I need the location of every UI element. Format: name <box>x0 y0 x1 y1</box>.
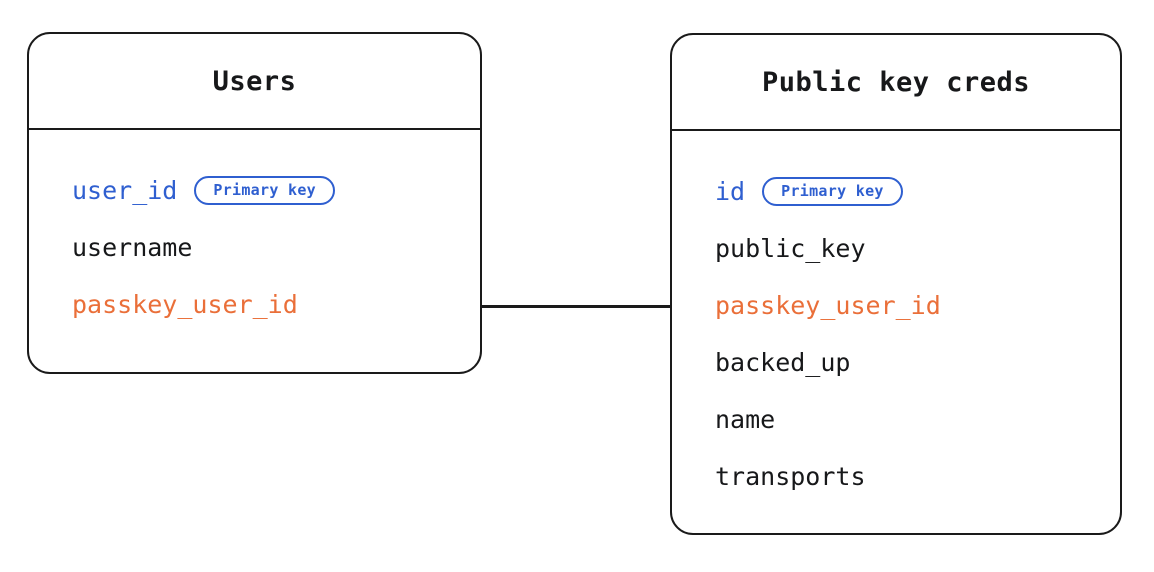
entity-title: Users <box>212 65 297 97</box>
attribute-row[interactable]: passkey_user_id <box>29 276 480 333</box>
attribute-row[interactable]: public_key <box>672 220 1120 277</box>
attribute-name: passkey_user_id <box>72 290 298 319</box>
attribute-name: name <box>715 405 776 434</box>
primary-key-badge-label: Primary key <box>213 181 316 199</box>
attribute-row[interactable]: id Primary key <box>672 163 1120 220</box>
attribute-name: username <box>72 233 193 262</box>
attribute-name: backed_up <box>715 348 851 377</box>
attribute-name: transports <box>715 462 866 491</box>
primary-key-badge: Primary key <box>762 177 903 206</box>
attribute-name: user_id <box>72 176 178 205</box>
primary-key-badge: Primary key <box>194 176 335 205</box>
attribute-row[interactable]: username <box>29 219 480 276</box>
attribute-row[interactable]: transports <box>672 448 1120 505</box>
entity-attribute-list-users: user_id Primary key username passkey_user_i… <box>29 130 480 333</box>
attribute-row[interactable]: passkey_user_id <box>672 277 1120 334</box>
attribute-name: passkey_user_id <box>715 291 941 320</box>
attribute-name: public_key <box>715 234 866 263</box>
entity-title: Public key creds <box>761 66 1031 98</box>
relationship-connector-users-to-public-key-creds <box>482 305 670 308</box>
entity-header-users: Users <box>29 34 480 130</box>
entity-box-users[interactable]: Users user_id Primary key username passkey_u… <box>27 32 482 374</box>
attribute-row[interactable]: user_id Primary key <box>29 162 480 219</box>
attribute-name: id <box>715 177 746 206</box>
primary-key-badge-label: Primary key <box>781 182 884 200</box>
attribute-row[interactable]: backed_up <box>672 334 1120 391</box>
entity-header-public-key-creds: Public key creds <box>672 35 1120 131</box>
attribute-row[interactable]: name <box>672 391 1120 448</box>
